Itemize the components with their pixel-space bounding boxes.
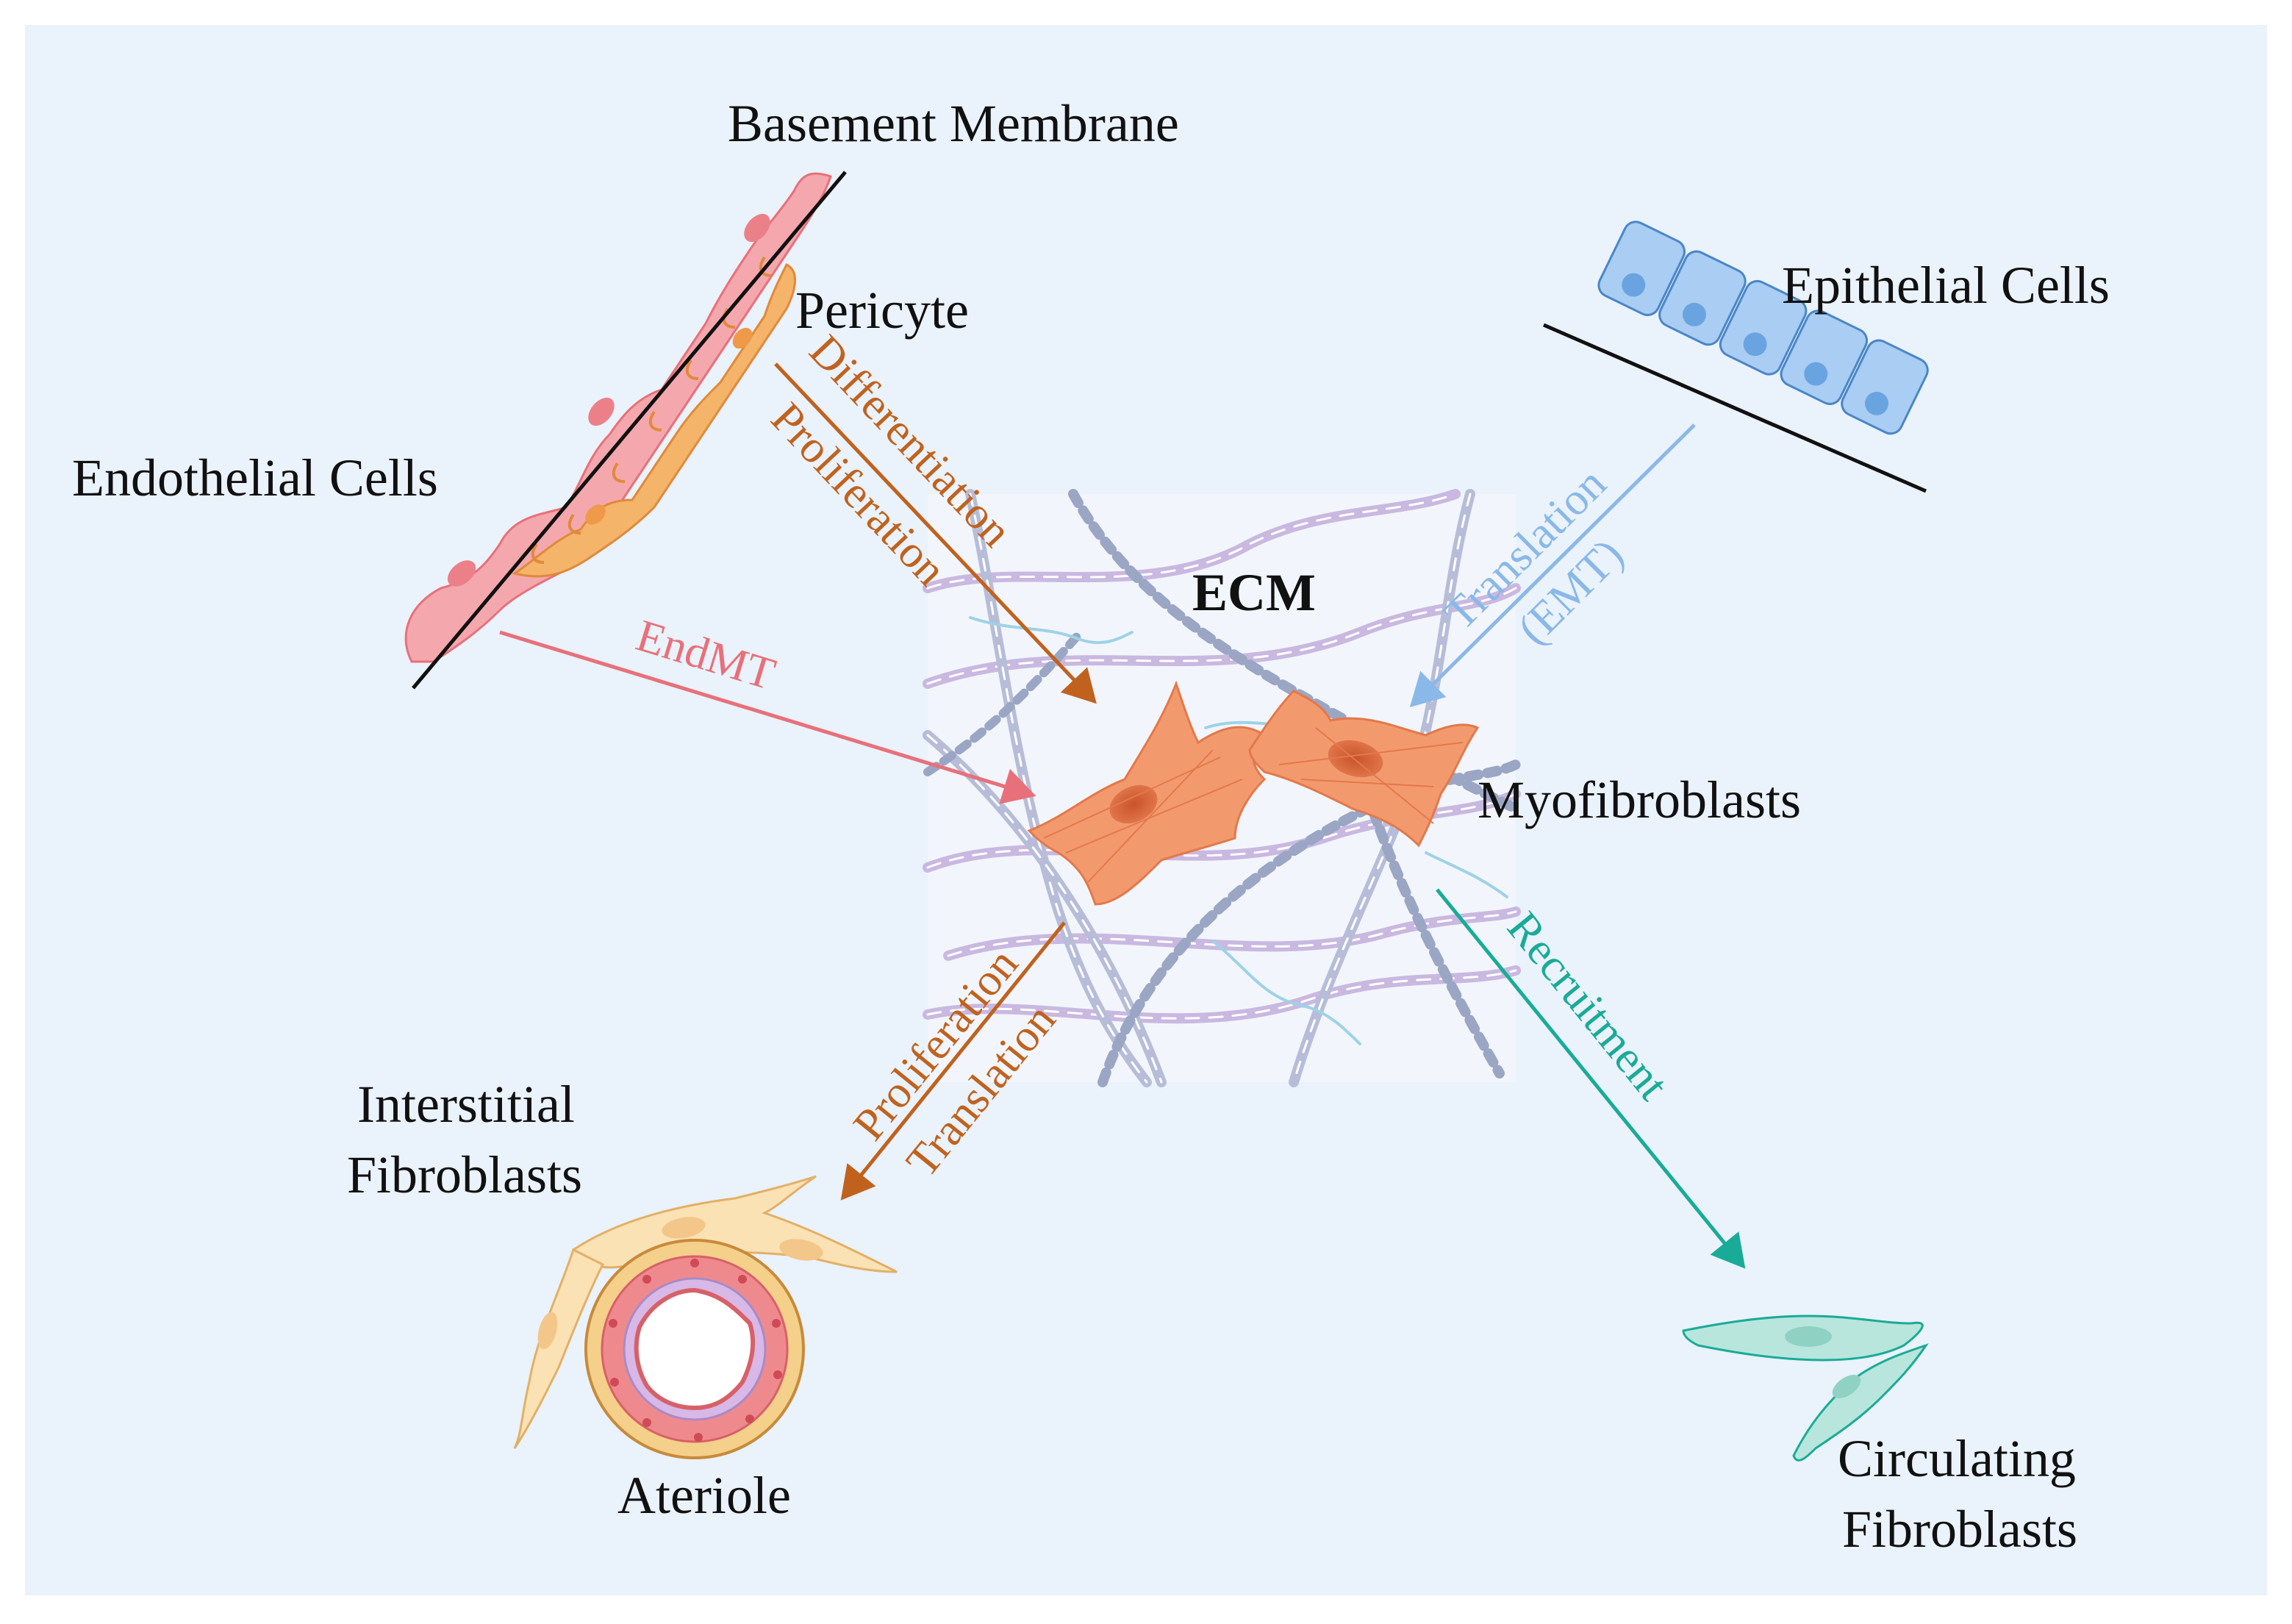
- endothelial-cell-icon: [404, 172, 832, 663]
- interstitial-label-line2: Fibroblasts: [347, 1145, 582, 1204]
- myofibroblast-icon: [1027, 680, 1480, 906]
- ateriole-icon: [584, 1239, 805, 1459]
- arrow-translation-emt: [1409, 423, 1696, 708]
- arrow-endmt: [499, 630, 1036, 804]
- pericyte-icon: [512, 256, 797, 578]
- myofibroblasts-label: Myofibroblasts: [1478, 770, 1801, 829]
- ateriole-label: Ateriole: [617, 1466, 791, 1525]
- arrow-proliferation-translation: [840, 921, 1066, 1201]
- epithelial-cell-icon: [1597, 221, 1929, 435]
- circulating-label-line1: Circulating: [1838, 1429, 2076, 1488]
- endothelial-cells-label: Endothelial Cells: [72, 448, 438, 507]
- ecm-label: ECM: [1192, 563, 1316, 622]
- interstitial-label-line1: Interstitial: [357, 1075, 575, 1134]
- basement-membrane-line: [412, 171, 847, 690]
- basement-membrane-label: Basement Membrane: [728, 94, 1179, 153]
- arrow-differentiation: [774, 362, 1097, 704]
- arrow-recruitment: [1436, 888, 1746, 1269]
- epithelial-cells-label: Epithelial Cells: [1782, 256, 2110, 315]
- pericyte-label: Pericyte: [795, 281, 969, 340]
- epithelial-membrane-line: [1543, 323, 1927, 493]
- circulating-label-line2: Fibroblasts: [1842, 1500, 2077, 1559]
- circulating-fibroblast-icon: [1682, 1314, 1929, 1462]
